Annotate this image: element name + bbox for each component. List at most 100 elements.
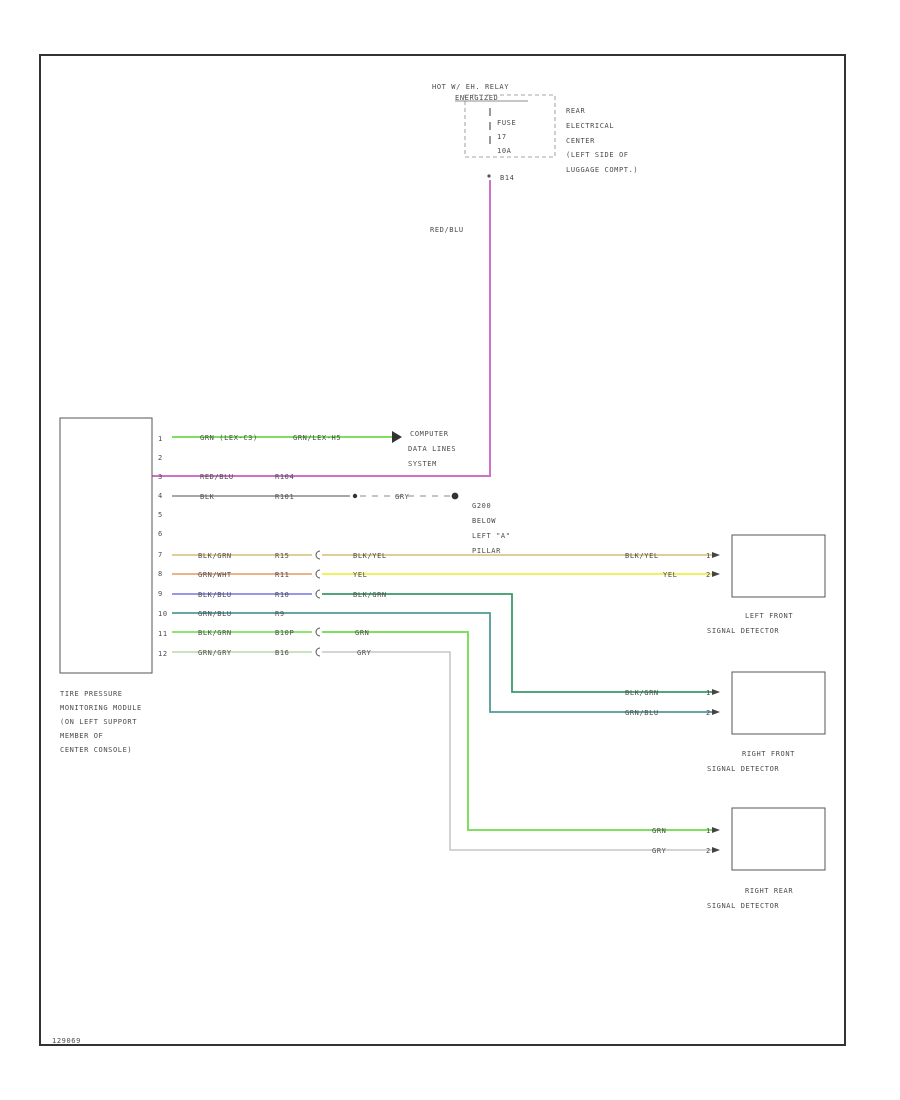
wire-pin3-color: RED/BLU <box>200 473 234 481</box>
svg-text:7: 7 <box>158 551 163 559</box>
wire-pin9-color3: BLK/GRN <box>625 689 659 697</box>
rear-electrical-center-label: REAR ELECTRICAL CENTER (LEFT SIDE OF LUG… <box>566 107 638 174</box>
feed-wire <box>152 180 491 477</box>
svg-text:(ON LEFT SUPPORT: (ON LEFT SUPPORT <box>60 718 137 726</box>
svg-text:8: 8 <box>158 570 163 578</box>
svg-text:1: 1 <box>706 552 711 560</box>
computer-data-lines-label: COMPUTER DATA LINES SYSTEM <box>408 430 456 468</box>
fuse-label-1: FUSE <box>497 119 516 127</box>
fuse-label-2: 17 <box>497 133 507 141</box>
wire-pin3-conn: R104 <box>275 473 294 481</box>
svg-text:LUGGAGE COMPT.): LUGGAGE COMPT.) <box>566 166 638 174</box>
right-rear-label-1: RIGHT REAR <box>745 887 793 895</box>
wire-pin10 <box>172 612 712 713</box>
svg-text:2: 2 <box>706 709 711 717</box>
svg-text:3: 3 <box>158 473 163 481</box>
feed-wire-label: RED/BLU <box>430 226 464 234</box>
relay-energized: ENERGIZED <box>455 94 498 102</box>
wire-pin11-color2: GRN <box>355 629 369 637</box>
svg-text:11: 11 <box>158 630 168 638</box>
svg-text:DATA LINES: DATA LINES <box>408 445 456 453</box>
svg-text:COMPUTER: COMPUTER <box>410 430 449 438</box>
relay-pin: B14 <box>500 174 514 182</box>
svg-text:9: 9 <box>158 590 163 598</box>
tpms-module <box>59 417 153 674</box>
wire-pin9-b <box>322 593 712 693</box>
relay-terminal <box>487 174 491 178</box>
right-rear-label-2: SIGNAL DETECTOR <box>707 902 779 910</box>
wire-pin10-color3: GRN/BLU <box>625 709 659 717</box>
inline-connector-symbols <box>315 550 321 657</box>
relay-fuse-block: HOT W/ EH. RELAY ENERGIZED FUSE 17 10A B… <box>432 83 556 182</box>
wire-pin7-color2: BLK/YEL <box>353 552 387 560</box>
svg-text:PILLAR: PILLAR <box>472 547 501 555</box>
wire-pin12-b <box>322 651 712 851</box>
detector-terminals <box>712 552 720 853</box>
left-front-label-2: SIGNAL DETECTOR <box>707 627 779 635</box>
svg-text:2: 2 <box>158 454 163 462</box>
wire-pin1-color2: GRN/LEX-H5 <box>293 434 341 442</box>
wire-pin11-color3: GRN <box>652 827 666 835</box>
wire-pin4-color: BLK <box>200 493 215 501</box>
diagram-frame <box>39 54 846 1046</box>
svg-text:CENTER: CENTER <box>566 137 595 145</box>
wire-pin4-color2: GRY <box>395 493 410 501</box>
wire-pin9-color2: BLK/GRN <box>353 591 387 599</box>
ground-terminal <box>451 492 459 500</box>
svg-text:MONITORING MODULE: MONITORING MODULE <box>60 704 142 712</box>
detector-pin-numbers: 1 2 1 2 1 2 <box>706 552 711 855</box>
svg-text:CENTER CONSOLE): CENTER CONSOLE) <box>60 746 132 754</box>
svg-text:ELECTRICAL: ELECTRICAL <box>566 122 614 130</box>
fuse-label-3: 10A <box>497 147 512 155</box>
wire-pin12-color3: GRY <box>652 847 667 855</box>
svg-text:SYSTEM: SYSTEM <box>408 460 437 468</box>
wire-pin11-conn: B10P <box>275 629 294 637</box>
wire-pin12-conn: B16 <box>275 649 289 657</box>
wire-pin9-color: BLK/BLU <box>198 591 232 599</box>
svg-text:MEMBER OF: MEMBER OF <box>60 732 103 740</box>
wire-pin1-color: GRN (LEX-C3) <box>200 434 258 442</box>
relay-title: HOT W/ EH. RELAY <box>432 83 509 91</box>
left-front-label-1: LEFT FRONT <box>745 612 793 620</box>
right-front-label-2: SIGNAL DETECTOR <box>707 765 779 773</box>
arrow-computer-data <box>392 431 402 443</box>
svg-text:REAR: REAR <box>566 107 585 115</box>
wire-pin9-conn: R10 <box>275 591 289 599</box>
wire-pin10-color: GRN/BLU <box>198 610 232 618</box>
svg-text:(LEFT SIDE OF: (LEFT SIDE OF <box>566 151 629 159</box>
wire-pin11-color: BLK/GRN <box>198 629 232 637</box>
left-front-detector <box>731 534 826 598</box>
svg-text:4: 4 <box>158 492 163 500</box>
svg-text:5: 5 <box>158 511 163 519</box>
right-front-label-1: RIGHT FRONT <box>742 750 795 758</box>
svg-text:TIRE PRESSURE: TIRE PRESSURE <box>60 690 123 698</box>
svg-text:BELOW: BELOW <box>472 517 496 525</box>
wire-pin8-conn: R11 <box>275 571 289 579</box>
svg-text:10: 10 <box>158 610 168 618</box>
wire-pin8-color: GRN/WHT <box>198 571 232 579</box>
module-pin-numbers: 1 2 3 4 5 6 7 8 9 10 11 12 <box>158 435 168 658</box>
wire-pin11-b <box>322 631 712 831</box>
svg-text:12: 12 <box>158 650 168 658</box>
ground-location-label: G200 BELOW LEFT "A" PILLAR <box>472 502 511 555</box>
svg-text:2: 2 <box>706 571 711 579</box>
svg-text:1: 1 <box>706 689 711 697</box>
wire-pin7-conn: R15 <box>275 552 289 560</box>
wire-pin4-conn: R101 <box>275 493 294 501</box>
right-rear-detector <box>731 807 826 871</box>
svg-text:1: 1 <box>158 435 163 443</box>
svg-text:G200: G200 <box>472 502 491 510</box>
figure-id: 129069 <box>52 1037 81 1045</box>
wire-pin12-color: GRN/GRY <box>198 649 232 657</box>
fuse-box-outline <box>464 94 556 158</box>
wire-pin10-conn: R9 <box>275 610 285 618</box>
module-label: TIRE PRESSURE MONITORING MODULE (ON LEFT… <box>60 690 142 754</box>
right-front-detector <box>731 671 826 735</box>
svg-text:LEFT "A": LEFT "A" <box>472 532 511 540</box>
wire-pin8-color2: YEL <box>353 571 367 579</box>
wire-pin8-color3: YEL <box>663 571 677 579</box>
svg-text:2: 2 <box>706 847 711 855</box>
wire-pin7-color3: BLK/YEL <box>625 552 659 560</box>
wire-pin7-color: BLK/GRN <box>198 552 232 560</box>
